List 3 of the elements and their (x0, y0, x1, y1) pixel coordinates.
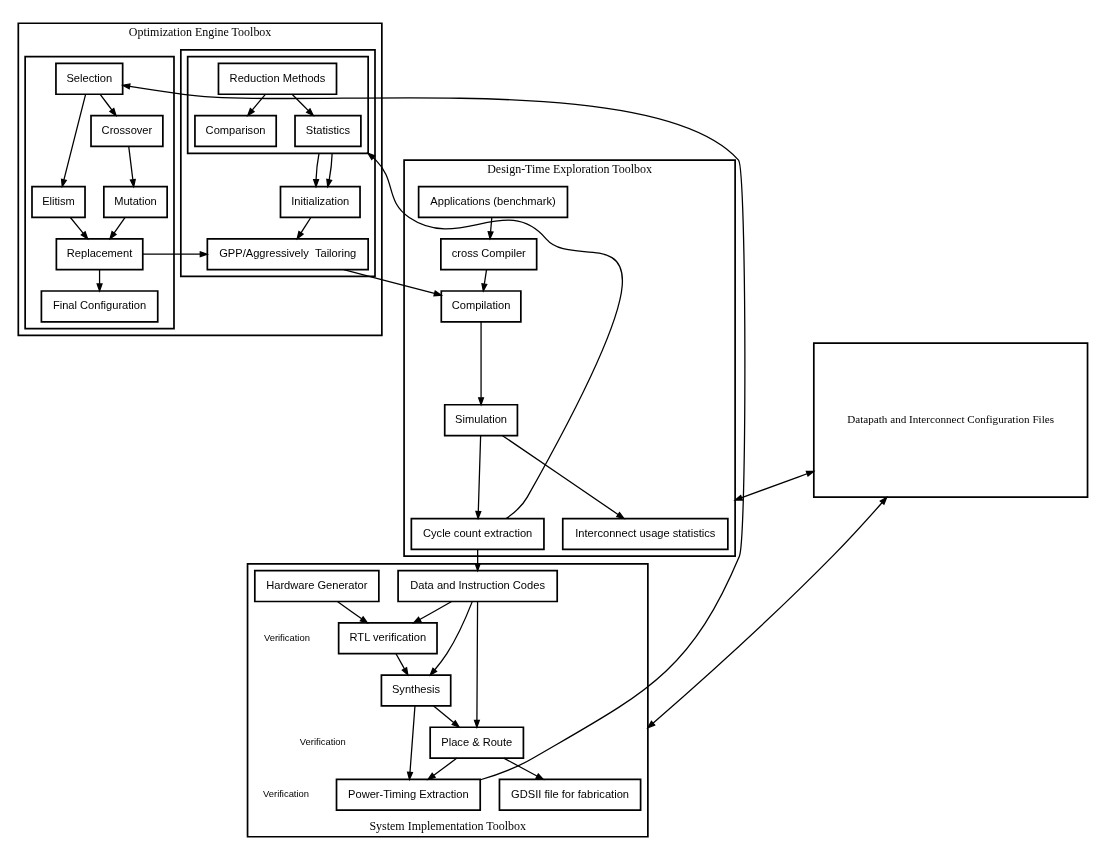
label: Verification (299, 736, 346, 748)
label: Verification (263, 631, 310, 643)
label: Verification (263, 788, 310, 800)
